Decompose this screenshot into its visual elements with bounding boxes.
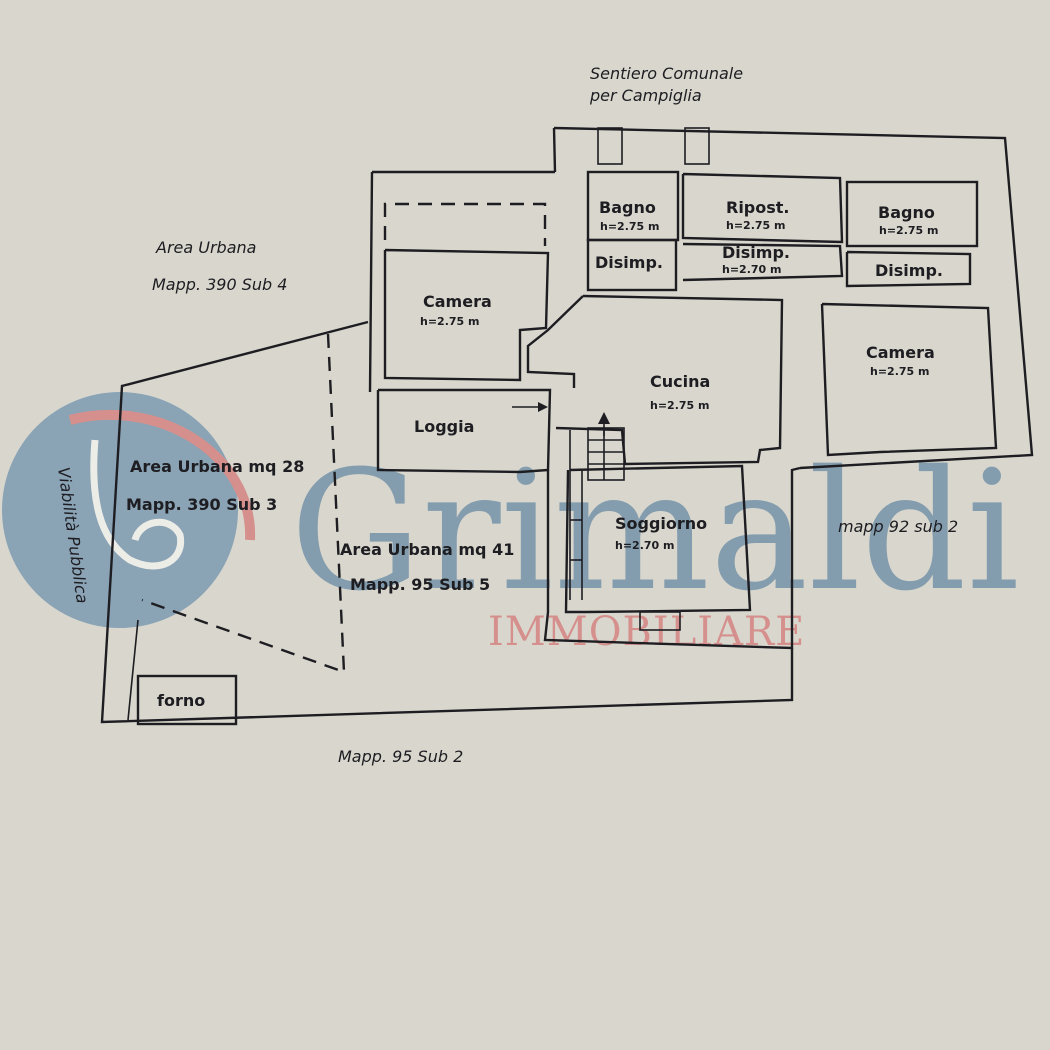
room-soggiorno: Soggiorno (615, 514, 707, 533)
grimaldi-logo-watermark: Grimaldi IMMOBILIARE (2, 392, 1019, 655)
stairs (569, 412, 625, 600)
wall-loggia (376, 388, 552, 474)
stair-arrow-icon (598, 412, 610, 424)
walls (100, 126, 1034, 726)
sentiero-line2: per Campiglia (589, 86, 702, 105)
room-ripost: Ripost. (726, 198, 790, 217)
room-cucina-height: h=2.75 m (650, 399, 709, 412)
hand-icon (90, 439, 185, 570)
room-disimp-center: Disimp. (722, 243, 790, 262)
wall-north-east (553, 126, 1034, 470)
room-bagno-left-height: h=2.75 m (600, 220, 659, 233)
dashed-loft (383, 202, 547, 246)
wall-ripost (681, 172, 844, 244)
wall-camera-right (820, 302, 998, 457)
wall-west-bedroom (368, 171, 374, 393)
wall-soggiorno-outer (543, 466, 801, 650)
wall-disimp-right (845, 250, 972, 288)
room-disimp-left: Disimp. (595, 253, 663, 272)
wall-north-west-step (552, 127, 557, 173)
area-urbana-sub4-line2: Mapp. 390 Sub 4 (152, 275, 287, 294)
wall-camera-left (383, 248, 550, 382)
wall-courtyard-inner (127, 619, 139, 721)
room-disimp-center-height: h=2.70 m (722, 263, 781, 276)
area-urbana-sub4-line1: Area Urbana (155, 238, 256, 257)
watermark-sub: IMMOBILIARE (488, 609, 805, 655)
room-labels: Bagno h=2.75 m Ripost. h=2.75 m Bagno h=… (157, 198, 943, 710)
room-bagno-right: Bagno (878, 203, 935, 222)
room-ripost-height: h=2.75 m (726, 219, 785, 232)
wall-cucina-west (526, 295, 584, 388)
area-urbana-sub5-line2: Mapp. 95 Sub 5 (350, 575, 490, 594)
wall-forno (136, 674, 238, 726)
logo-circle (2, 392, 238, 628)
wall-courtyard-outer (100, 320, 794, 724)
shaft-1 (597, 127, 623, 165)
room-bagno-right-height: h=2.75 m (879, 224, 938, 237)
sentiero-line1: Sentiero Comunale (590, 64, 743, 83)
room-camera-left-height: h=2.75 m (420, 315, 479, 328)
forno-label: forno (157, 691, 205, 710)
area-urbana-sub5-line1: Area Urbana mq 41 (340, 540, 514, 559)
wall-disimp-center (682, 242, 844, 282)
room-bagno-left: Bagno (599, 198, 656, 217)
area-urbana-sub3-line1: Area Urbana mq 28 (130, 457, 304, 476)
mapp92-label: mapp 92 sub 2 (838, 517, 958, 536)
room-cucina: Cucina (650, 372, 710, 391)
room-camera-right: Camera (866, 343, 935, 362)
shaft-2 (684, 127, 710, 165)
room-camera-left: Camera (423, 292, 492, 311)
area-urbana-sub3-line2: Mapp. 390 Sub 3 (126, 495, 277, 514)
fireplace (639, 611, 681, 631)
room-soggiorno-height: h=2.70 m (615, 539, 674, 552)
wall-cucina (555, 294, 784, 466)
room-loggia: Loggia (414, 417, 474, 436)
entry-arrow-icon (512, 402, 548, 412)
mapp95sub2-label: Mapp. 95 Sub 2 (338, 747, 463, 766)
dashed-boundaries (141, 202, 547, 674)
logo-arc (68, 409, 256, 541)
room-camera-right-height: h=2.75 m (870, 365, 929, 378)
wall-soggiorno (564, 464, 752, 614)
wall-bagno-right (845, 180, 979, 248)
wall-disimp-left (586, 238, 678, 292)
room-disimp-right: Disimp. (875, 261, 943, 280)
external-labels: Sentiero Comunale per Campiglia Area Urb… (54, 64, 958, 766)
